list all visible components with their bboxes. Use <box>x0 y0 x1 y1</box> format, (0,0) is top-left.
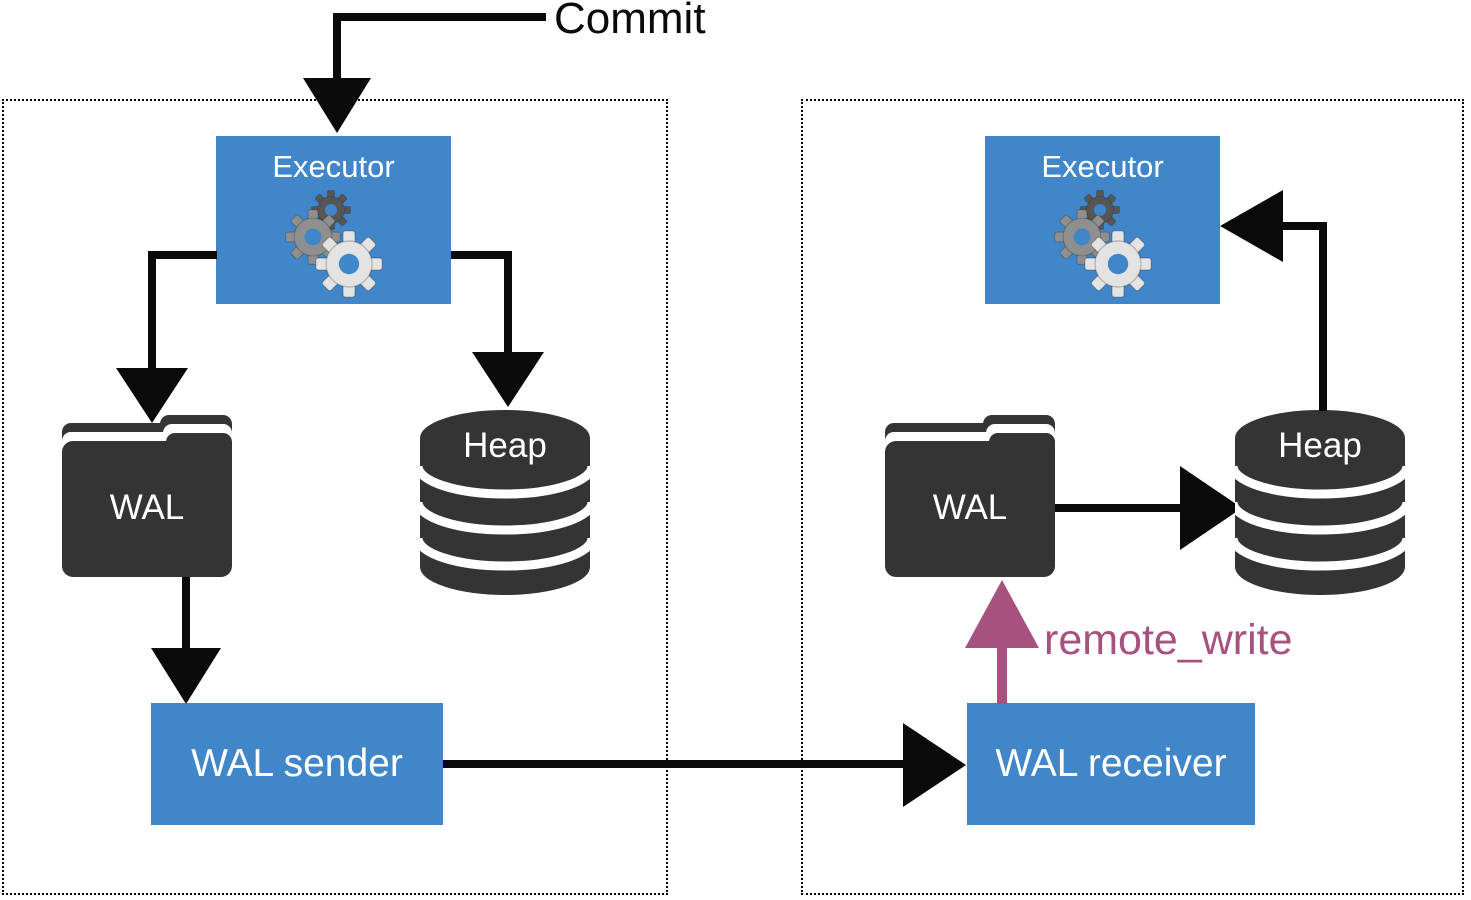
commit-arrow-vline <box>333 13 341 78</box>
replica-wal-label: WAL <box>933 488 1008 527</box>
primary-heap-label: Heap <box>463 426 547 465</box>
executor-to-wal-arrowhead-icon <box>116 368 188 423</box>
executor-to-wal-stub <box>151 251 217 259</box>
remote-write-arrowhead-icon <box>965 580 1039 648</box>
replica-server-region <box>801 99 1464 895</box>
executor-to-heap-vline <box>504 251 512 352</box>
primary-wal-folder-icon: WAL <box>62 415 232 577</box>
commit-label: Commit <box>554 0 706 43</box>
commit-arrow-hline <box>335 13 546 21</box>
wal-to-heap-arrowhead-icon <box>1180 466 1242 550</box>
primary-executor-box: Executor <box>216 136 451 304</box>
executor-to-heap-stub <box>451 251 512 259</box>
executor-to-heap-arrowhead-icon <box>472 352 544 407</box>
wal-to-sender-vline <box>182 577 190 648</box>
wal-receiver-box: WAL receiver <box>967 703 1255 825</box>
commit-arrowhead-icon <box>303 78 371 133</box>
wal-sender-box: WAL sender <box>151 703 443 825</box>
replica-heap-label: Heap <box>1278 426 1362 465</box>
wal-to-heap-hline <box>1055 504 1182 512</box>
heap-to-executor-vline <box>1319 222 1327 411</box>
remote-write-label: remote_write <box>1044 616 1293 664</box>
gears-icon <box>285 190 383 298</box>
heap-to-executor-hline <box>1283 222 1327 230</box>
executor-to-wal-vline <box>148 251 156 368</box>
remote-write-vline <box>997 644 1007 704</box>
sender-to-receiver-arrowhead-icon <box>903 723 966 807</box>
replica-executor-label: Executor <box>1041 149 1164 184</box>
replica-heap-database-icon: Heap <box>1235 410 1405 595</box>
sender-to-receiver-hline <box>443 760 903 768</box>
primary-wal-label: WAL <box>110 488 185 527</box>
wal-receiver-label: WAL receiver <box>995 742 1227 785</box>
primary-executor-label: Executor <box>272 149 395 184</box>
primary-heap-database-icon: Heap <box>420 410 590 595</box>
replica-wal-folder-icon: WAL <box>885 415 1055 577</box>
heap-to-executor-arrowhead-icon <box>1220 190 1283 262</box>
wal-sender-label: WAL sender <box>191 742 403 785</box>
replica-executor-box: Executor <box>985 136 1220 304</box>
wal-to-sender-arrowhead-icon <box>151 648 221 704</box>
gears-icon <box>1054 190 1152 298</box>
